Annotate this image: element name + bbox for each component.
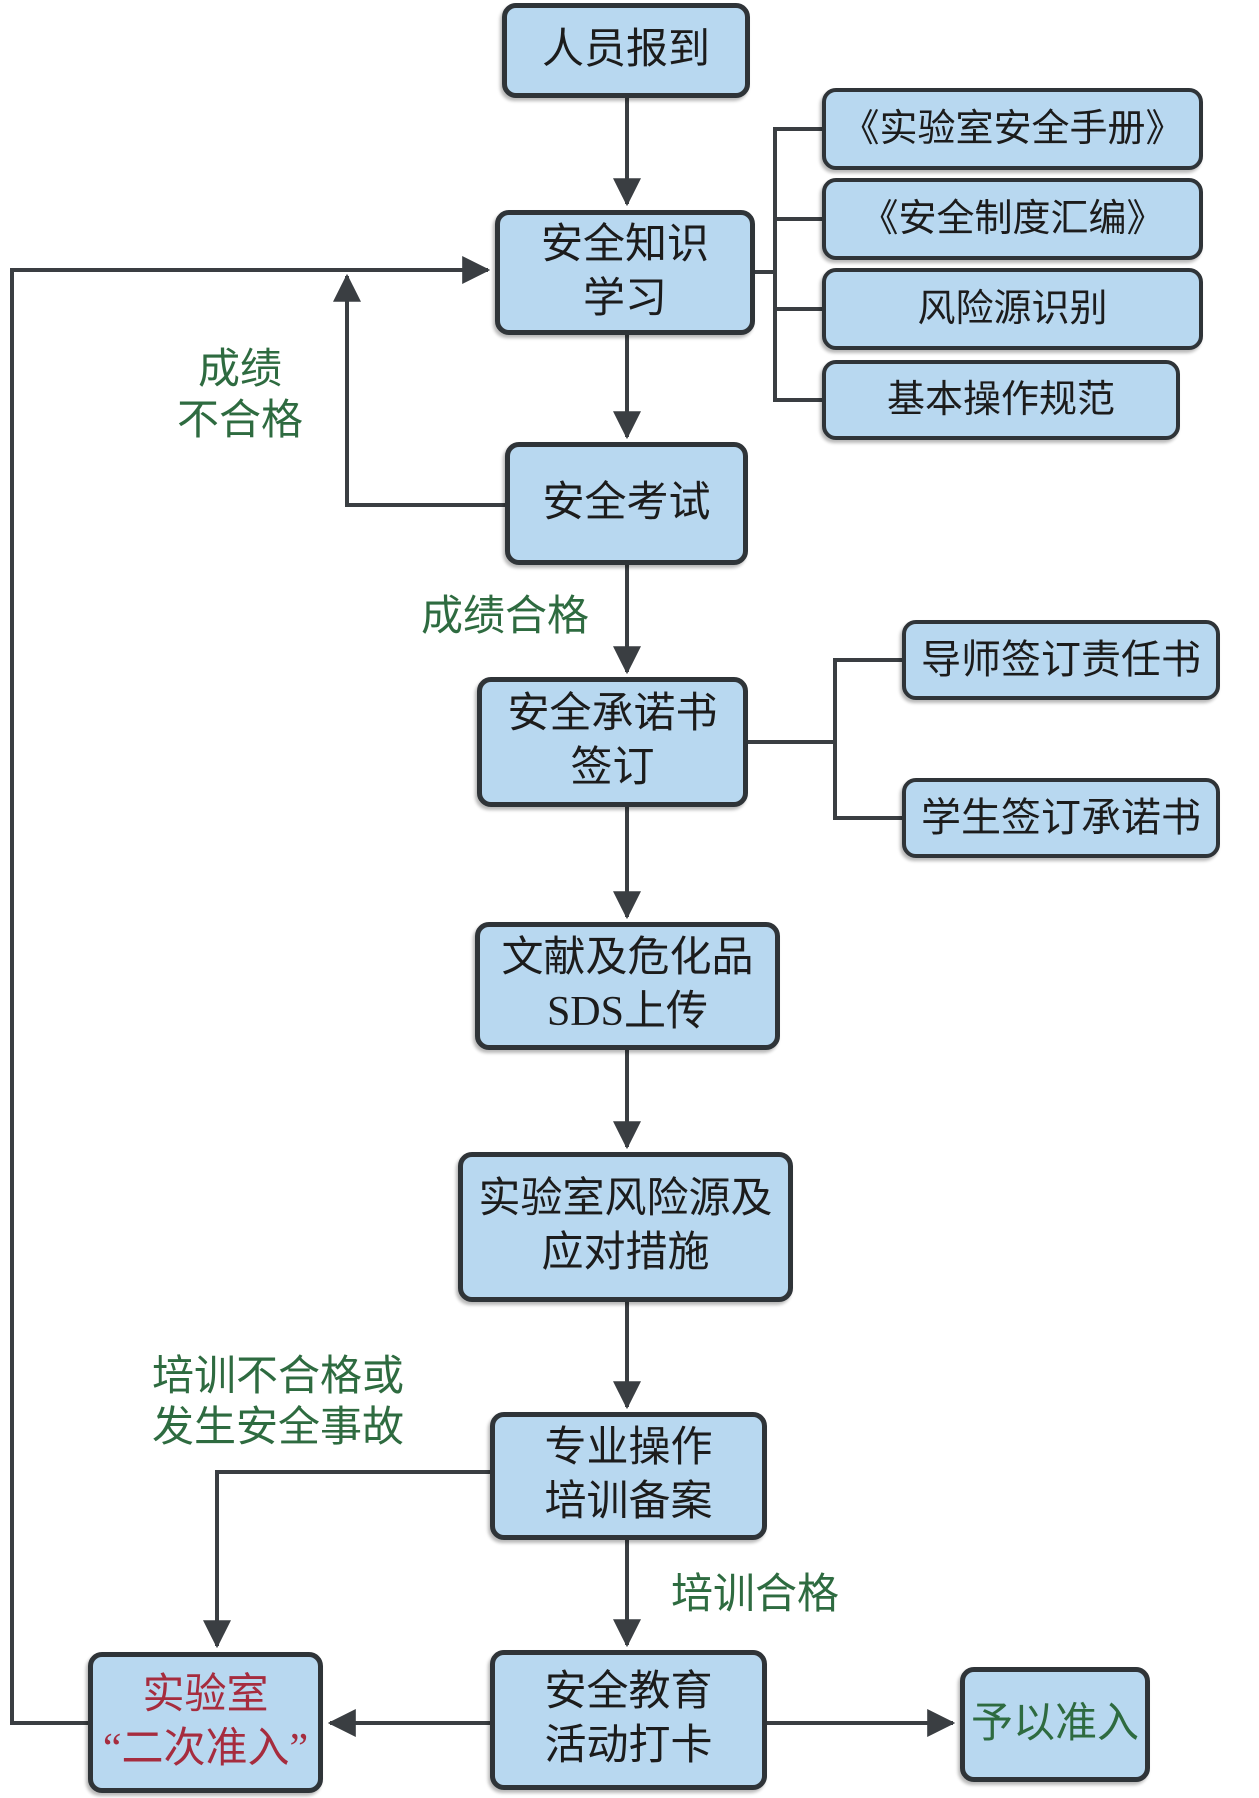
node-personnel-checkin: 人员报到: [502, 3, 750, 98]
node-ref-risk-source-identification: 风险源识别: [822, 268, 1203, 350]
node-professional-training-record: 专业操作 培训备案: [490, 1412, 767, 1540]
node-safety-commitment-signing: 安全承诺书 签订: [477, 677, 748, 807]
node-safety-education-checkin: 安全教育 活动打卡: [490, 1650, 767, 1790]
label-training-pass: 培训合格: [670, 1572, 839, 1618]
node-ref-lab-safety-manual: 《实验室安全手册》: [822, 88, 1203, 170]
edge-readmission-to-knowledge: [10, 256, 491, 1725]
label-score-fail: 成绩 不合格: [176, 347, 303, 445]
node-safety-knowledge-learning: 安全知识 学习: [495, 210, 755, 335]
connector-commitment-agreements: [746, 658, 904, 820]
node-lab-secondary-admission: 实验室 “二次准入”: [88, 1652, 323, 1793]
label-training-fail: 培训不合格或 发生安全事故: [151, 1354, 404, 1452]
node-lab-risk-countermeasures: 实验室风险源及 应对措施: [458, 1152, 793, 1302]
node-student-commitment-letter: 学生签订承诺书: [902, 778, 1220, 858]
node-literature-sds-upload: 文献及危化品 SDS上传: [475, 922, 780, 1050]
node-safety-exam: 安全考试: [505, 442, 748, 565]
edge-training-fail-feedback: [203, 1470, 492, 1649]
node-ref-basic-operation-standards: 基本操作规范: [822, 360, 1180, 440]
node-supervisor-responsibility-letter: 导师签订责任书: [902, 620, 1220, 700]
connector-knowledge-references: [753, 127, 824, 402]
node-admission-granted: 予以准入: [960, 1667, 1150, 1782]
node-ref-safety-rules-compilation: 《安全制度汇编》: [822, 178, 1203, 260]
edge-exam-fail-feedback: [333, 273, 507, 507]
label-score-pass: 成绩合格: [420, 594, 589, 640]
